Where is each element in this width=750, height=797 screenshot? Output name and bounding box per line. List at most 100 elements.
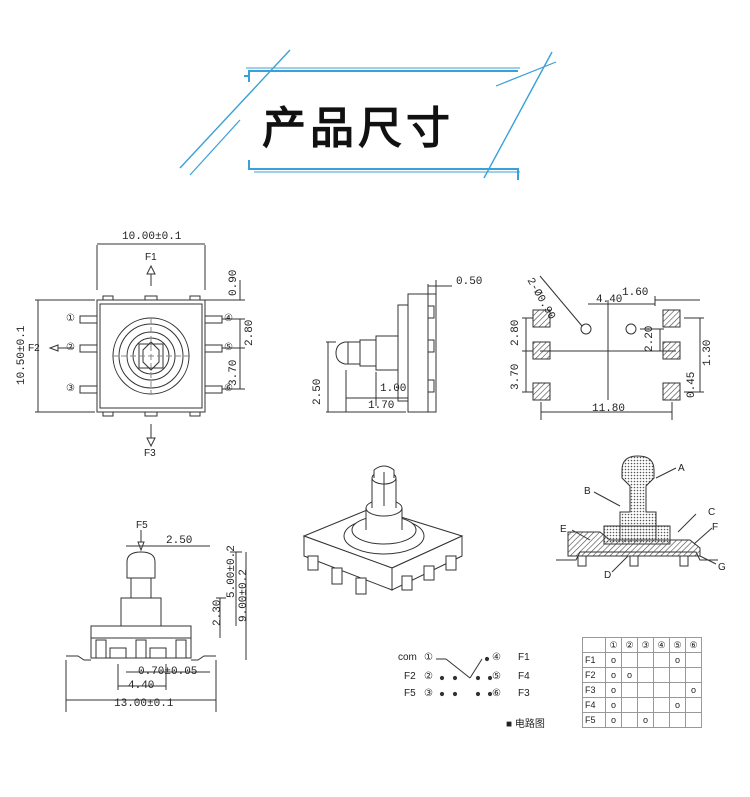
table-cell (653, 667, 670, 683)
table-cell: o (605, 697, 622, 713)
table-cell: ② (621, 637, 638, 653)
circuit-diagram (436, 656, 493, 697)
table-cell: o (637, 712, 654, 728)
section-label-b: B (584, 486, 591, 497)
pcb-layout (522, 275, 704, 420)
truth-table-header: ① ② ③ ④ ⑤ ⑥ (582, 637, 702, 653)
table-cell: o (685, 682, 702, 698)
pcb-d440: 4.40 (596, 294, 623, 306)
table-cell (669, 667, 686, 683)
table-row: F3 o o (582, 682, 702, 698)
section-label-a: A (678, 463, 685, 474)
circuit-f5: F5 (404, 688, 416, 699)
page-title: 产品尺寸 (262, 103, 454, 154)
pcb-d045: 0.45 (686, 371, 698, 398)
section-label-f: F (712, 522, 719, 533)
circuit-f3: F3 (518, 688, 530, 699)
table-cell (637, 697, 654, 713)
side-d050: 0.50 (456, 276, 483, 288)
top-height-dim: 10.50±0.1 (16, 325, 28, 385)
title-frame (179, 49, 557, 180)
table-cell: ③ (637, 637, 654, 653)
truth-table: ① ② ③ ④ ⑤ ⑥ F1 o o F2 o o F3 o o F4 o (582, 637, 702, 728)
table-row: F4 o o (582, 697, 702, 713)
top-d280: 2.80 (244, 319, 256, 346)
front-d500: 5.00±0.2 (226, 545, 238, 598)
table-cell (685, 667, 702, 683)
circuit-f2: F2 (404, 671, 416, 682)
pin-2: ② (66, 342, 75, 353)
table-cell (637, 682, 654, 698)
front-d1300: 13.00±0.1 (114, 698, 174, 710)
table-cell (582, 637, 606, 653)
table-cell (621, 652, 638, 668)
table-cell (653, 712, 670, 728)
table-cell: o (605, 652, 622, 668)
table-cell: o (621, 667, 638, 683)
circuit-com: com (398, 652, 417, 663)
table-cell: o (669, 652, 686, 668)
isometric-view (302, 465, 464, 595)
section-view (556, 455, 718, 573)
section-label-d: D (604, 570, 612, 581)
circuit-pin-1: ① (424, 652, 433, 663)
front-d900: 9.00±0.2 (238, 569, 250, 622)
side-view (326, 280, 452, 413)
pin-3: ③ (66, 383, 75, 394)
front-d250: 2.50 (166, 535, 193, 547)
table-cell (653, 652, 670, 668)
table-cell (637, 667, 654, 683)
front-view (65, 530, 247, 712)
table-cell: F2 (582, 667, 606, 683)
top-d090: 0.90 (228, 269, 240, 296)
top-width-dim: 10.00±0.1 (122, 231, 182, 243)
table-cell: F5 (582, 712, 606, 728)
side-d100: 1.00 (380, 383, 407, 395)
table-cell: o (669, 697, 686, 713)
circuit-f1: F1 (518, 652, 530, 663)
table-cell (685, 652, 702, 668)
f5-label: F5 (136, 520, 148, 531)
pin-1: ① (66, 313, 75, 324)
table-cell: ⑤ (669, 637, 686, 653)
circuit-pin-3: ③ (424, 688, 433, 699)
circuit-caption: ■ 电路图 (506, 719, 545, 730)
table-row: F5 o o (582, 712, 702, 728)
table-cell: F1 (582, 652, 606, 668)
table-cell (669, 682, 686, 698)
table-cell (685, 697, 702, 713)
table-cell: ④ (653, 637, 670, 653)
pcb-d160: 1.60 (622, 287, 649, 299)
table-cell (653, 697, 670, 713)
section-label-c: C (708, 507, 716, 518)
top-view (35, 243, 245, 448)
table-cell (621, 682, 638, 698)
section-label-e: E (560, 524, 567, 535)
table-cell: ⑥ (685, 637, 702, 653)
circuit-pin-4: ④ (492, 652, 501, 663)
pin-6: ⑥ (224, 383, 233, 394)
f3-label: F3 (144, 448, 156, 459)
table-cell: o (605, 712, 622, 728)
front-d070: 0.70±0.05 (138, 666, 198, 678)
table-cell (669, 712, 686, 728)
f1-label: F1 (145, 252, 157, 263)
front-d230: 2.30 (212, 599, 224, 626)
table-cell (621, 712, 638, 728)
table-cell: ① (605, 637, 622, 653)
pcb-d1180: 11.80 (592, 403, 626, 415)
front-d440: 4.40 (128, 680, 155, 692)
table-cell: o (605, 682, 622, 698)
circuit-pin-2: ② (424, 671, 433, 682)
side-d250: 2.50 (312, 378, 324, 405)
f2-label: F2 (28, 343, 40, 354)
section-label-g: G (718, 562, 726, 573)
table-cell (637, 652, 654, 668)
side-d170: 1.70 (368, 400, 395, 412)
circuit-pin-5: ⑤ (492, 671, 501, 682)
table-cell (685, 712, 702, 728)
circuit-f4: F4 (518, 671, 530, 682)
pcb-d280: 2.80 (510, 319, 522, 346)
table-cell: o (605, 667, 622, 683)
